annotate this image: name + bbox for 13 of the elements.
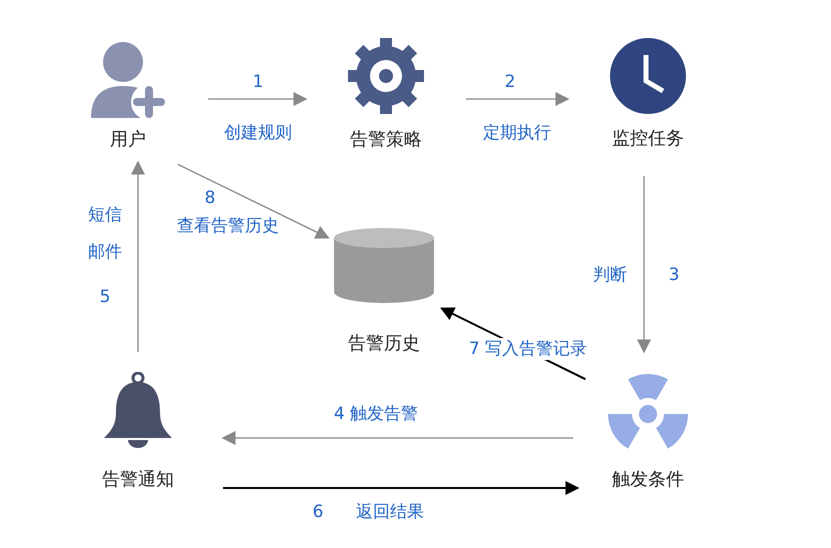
arrow [208, 92, 308, 106]
node-label: 触发条件 [611, 468, 685, 492]
node-label: 告警通知 [101, 468, 175, 492]
node-label: 监控任务 [611, 127, 685, 151]
arrow [131, 160, 145, 352]
arrow [222, 431, 573, 445]
arrow [466, 92, 570, 106]
arrow [637, 176, 651, 354]
arrow [223, 481, 580, 495]
arrow [177, 164, 330, 239]
node-label: 用户 [109, 128, 147, 152]
node-label: 告警历史 [347, 332, 421, 356]
node-label: 告警策略 [349, 128, 423, 152]
